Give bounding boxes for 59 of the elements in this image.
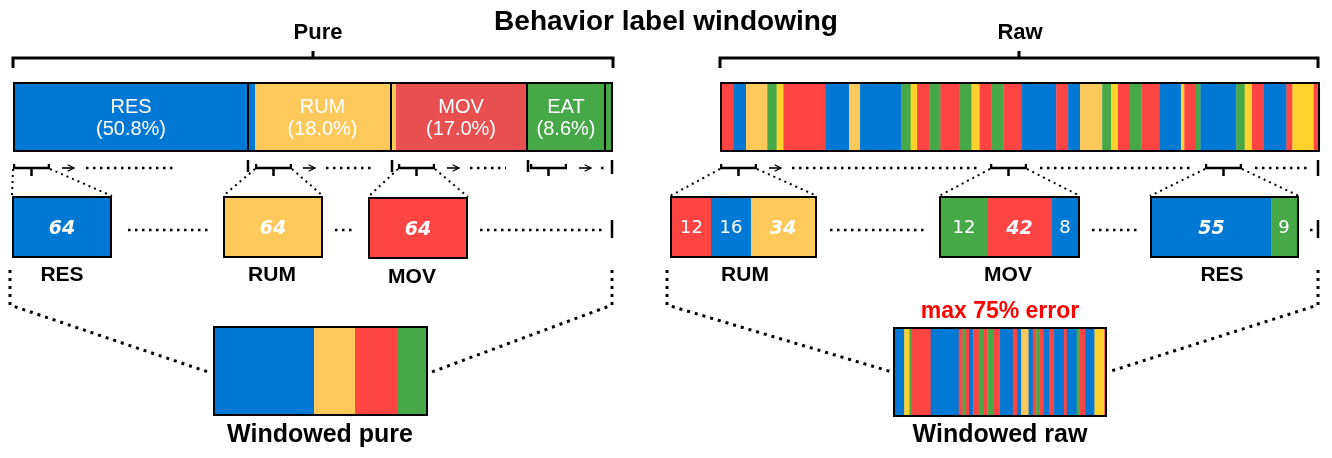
- leader-line: [367, 168, 469, 198]
- window-box: [223, 196, 323, 258]
- leader-line: [11, 168, 113, 197]
- window-bracket: [255, 161, 292, 177]
- window-label: RUM: [721, 262, 769, 286]
- window-bracket: [398, 161, 435, 177]
- window-segment: [1271, 198, 1297, 256]
- window-segment: [672, 198, 711, 256]
- window-label: RUM: [248, 262, 296, 286]
- window-segment: [941, 198, 987, 256]
- window-label: RES: [1200, 262, 1244, 286]
- window-box: [670, 196, 817, 258]
- window-box: [12, 196, 112, 258]
- window-label: MOV: [388, 264, 436, 288]
- window-segment: [1052, 198, 1078, 256]
- window-segment: [711, 198, 751, 256]
- window-box: [1152, 198, 1271, 256]
- segment-label: RES (50.8%): [96, 94, 166, 140]
- window-box: [939, 196, 1080, 258]
- sample-count: 9: [1278, 218, 1290, 236]
- leader-line: [1149, 168, 1300, 197]
- sample-count: 64: [404, 218, 432, 238]
- sample-count: 34: [769, 217, 797, 237]
- window-bracket: [13, 161, 50, 177]
- sample-count: 42: [1006, 217, 1033, 237]
- label-bar: [13, 82, 613, 152]
- sample-count: 64: [259, 217, 287, 237]
- window-box: [368, 197, 468, 259]
- bar-segment: [528, 84, 606, 150]
- bar-segment: [396, 84, 528, 150]
- window-label: RES: [40, 262, 84, 286]
- sample-count: 12: [680, 218, 703, 236]
- label-bar: [213, 326, 428, 416]
- window-box: [1150, 196, 1299, 258]
- window-bracket: [530, 161, 567, 177]
- window-bracket: [720, 161, 757, 177]
- window-label: Windowed raw: [912, 420, 1088, 448]
- bar-segment: [15, 84, 249, 150]
- sample-count: 55: [1198, 217, 1225, 237]
- label-bar: [893, 327, 1107, 417]
- error-note: max 75% error: [920, 298, 1080, 324]
- window-bracket: [1205, 161, 1242, 177]
- label-bar: [720, 82, 1320, 152]
- segment-label: RUM (18.0%): [287, 94, 358, 140]
- section-label: Raw: [997, 20, 1043, 45]
- diagram-title: Behavior label windowing: [494, 6, 838, 37]
- section-label: Pure: [293, 20, 343, 45]
- sample-count: 12: [952, 218, 976, 236]
- sample-count: 16: [719, 218, 743, 236]
- window-box: [987, 198, 1052, 256]
- segment-label: MOV (17.0%): [426, 94, 496, 140]
- window-bracket: [990, 161, 1027, 177]
- sample-count: 8: [1059, 218, 1071, 236]
- sample-count: 64: [48, 217, 76, 237]
- segment-label: EAT (8.6%): [536, 94, 596, 140]
- window-label: MOV: [984, 262, 1032, 286]
- bar-segment: [255, 84, 392, 150]
- window-label: Windowed pure: [227, 420, 413, 448]
- window-box: [751, 198, 815, 256]
